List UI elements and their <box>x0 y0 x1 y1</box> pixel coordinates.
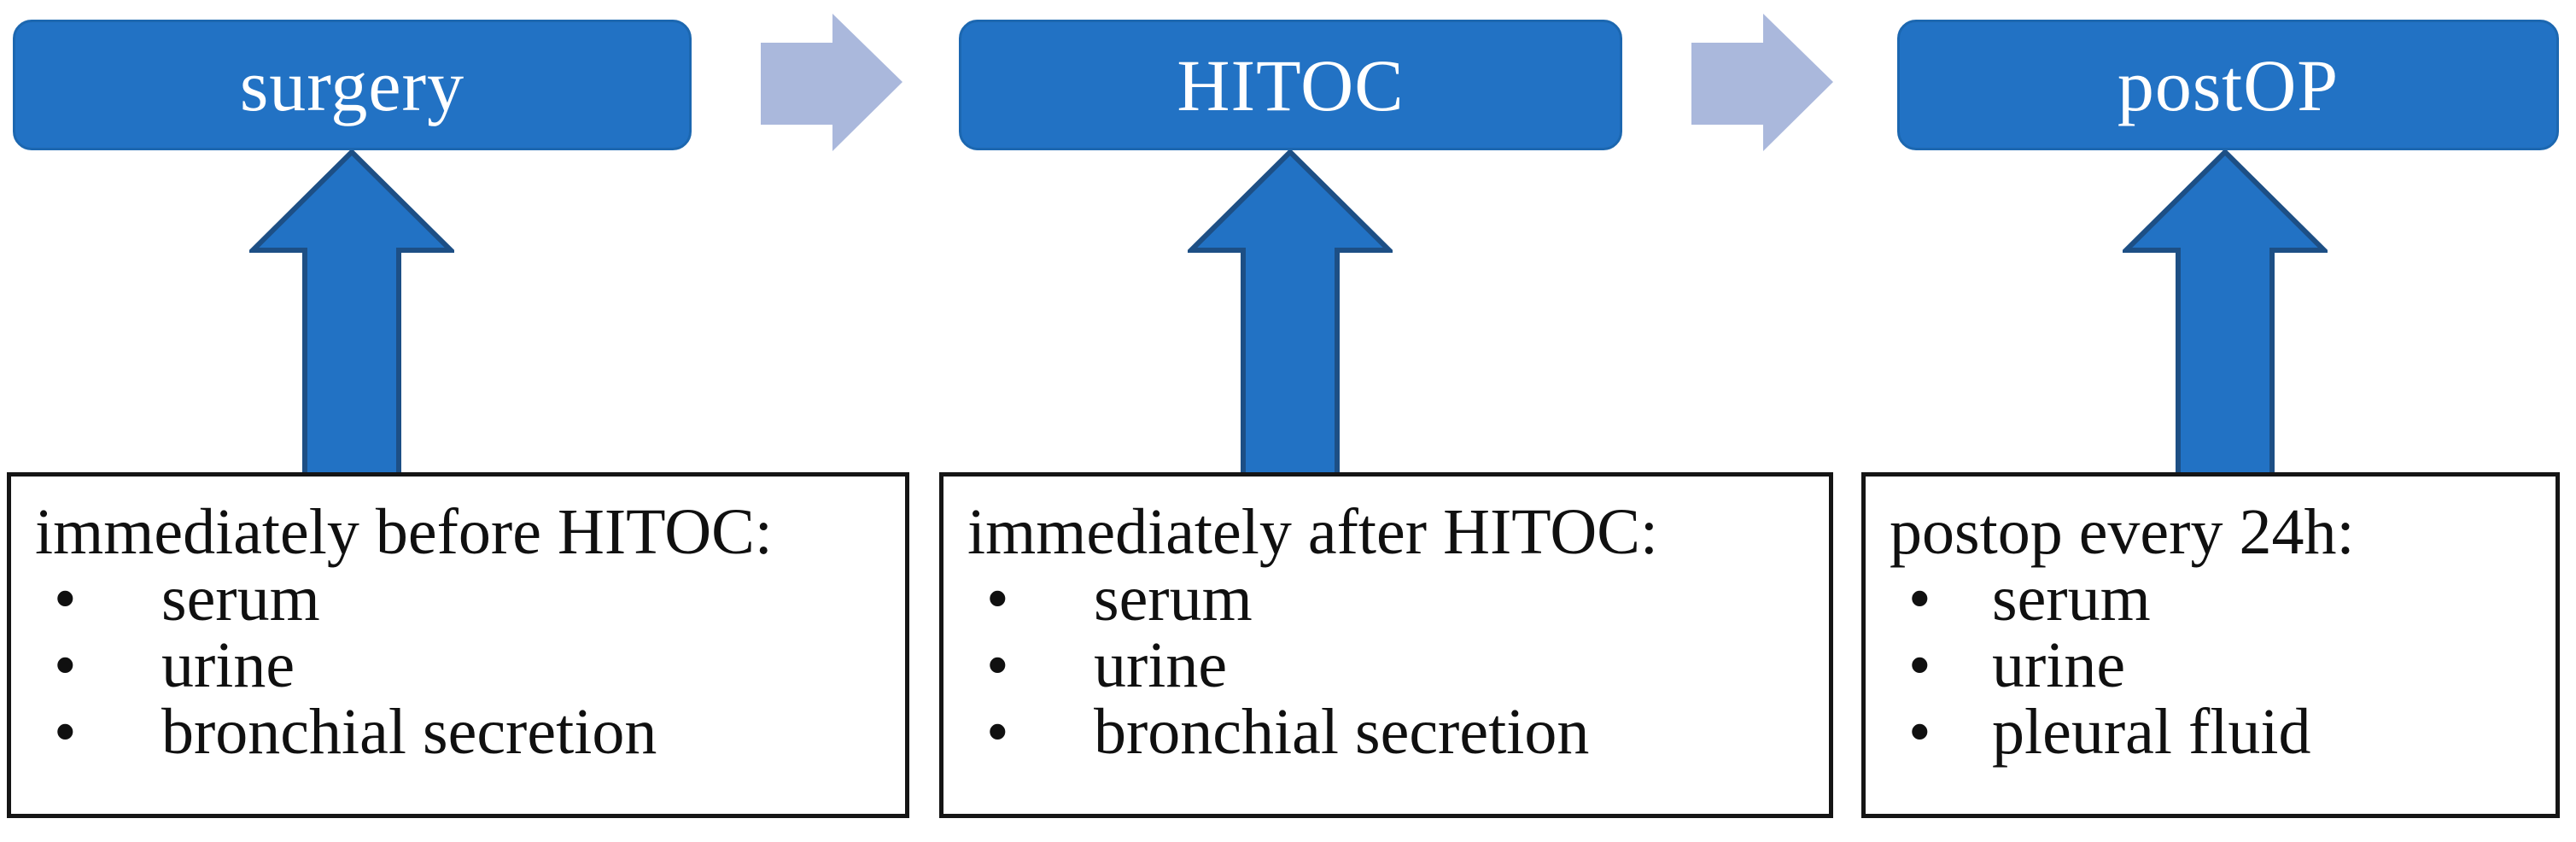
list-item: • bronchial secretion <box>35 699 890 765</box>
bullet-icon: • <box>54 563 77 634</box>
bullet-icon: • <box>1908 563 1931 634</box>
stage-box-surgery: surgery <box>13 20 692 150</box>
bullet-icon: • <box>986 629 1009 701</box>
sample-up-arrow-icon <box>2123 148 2328 477</box>
bullet-icon: • <box>54 696 77 768</box>
bullet-icon: • <box>986 563 1009 634</box>
flow-right-arrow-icon <box>761 14 902 151</box>
list-item-label: urine <box>161 629 295 701</box>
flow-right-arrow-icon <box>1691 14 1833 151</box>
list-item-label: bronchial secretion <box>161 696 657 768</box>
stage-label-hitoc: HITOC <box>1177 44 1405 126</box>
bullet-icon: • <box>986 696 1009 768</box>
list-item-label: serum <box>1992 563 2151 634</box>
stage-label-surgery: surgery <box>239 44 465 126</box>
list-item: • urine <box>967 632 1814 699</box>
bullet-icon: • <box>1908 629 1931 701</box>
list-item: • serum <box>1890 565 2540 632</box>
sample-up-arrow-icon <box>249 148 454 477</box>
list-item-label: serum <box>161 563 320 634</box>
list-item: • urine <box>35 632 890 699</box>
list-item-label: bronchial secretion <box>1094 696 1590 768</box>
list-item: • serum <box>35 565 890 632</box>
stage-box-postop: postOP <box>1897 20 2559 150</box>
stage-box-hitoc: HITOC <box>959 20 1622 150</box>
list-item-label: pleural fluid <box>1992 696 2311 768</box>
sample-up-arrow-icon <box>1188 148 1393 477</box>
list-item-label: serum <box>1094 563 1253 634</box>
list-item: • pleural fluid <box>1890 699 2540 765</box>
list-item-label: urine <box>1992 629 2126 701</box>
list-item: • serum <box>967 565 1814 632</box>
sampling-box-postop: postop every 24h: • serum • urine • pleu… <box>1861 472 2560 818</box>
list-item-label: urine <box>1094 629 1228 701</box>
bullet-icon: • <box>54 629 77 701</box>
sampling-box-before-hitoc: immediately before HITOC: • serum • urin… <box>7 472 909 818</box>
stage-label-postop: postOP <box>2117 44 2339 126</box>
sampling-box-title: postop every 24h: <box>1890 496 2355 568</box>
sampling-box-after-hitoc: immediately after HITOC: • serum • urine… <box>939 472 1833 818</box>
sampling-box-title: immediately after HITOC: <box>967 496 1659 568</box>
list-item: • urine <box>1890 632 2540 699</box>
bullet-icon: • <box>1908 696 1931 768</box>
list-item: • bronchial secretion <box>967 699 1814 765</box>
sampling-box-title: immediately before HITOC: <box>35 496 773 568</box>
